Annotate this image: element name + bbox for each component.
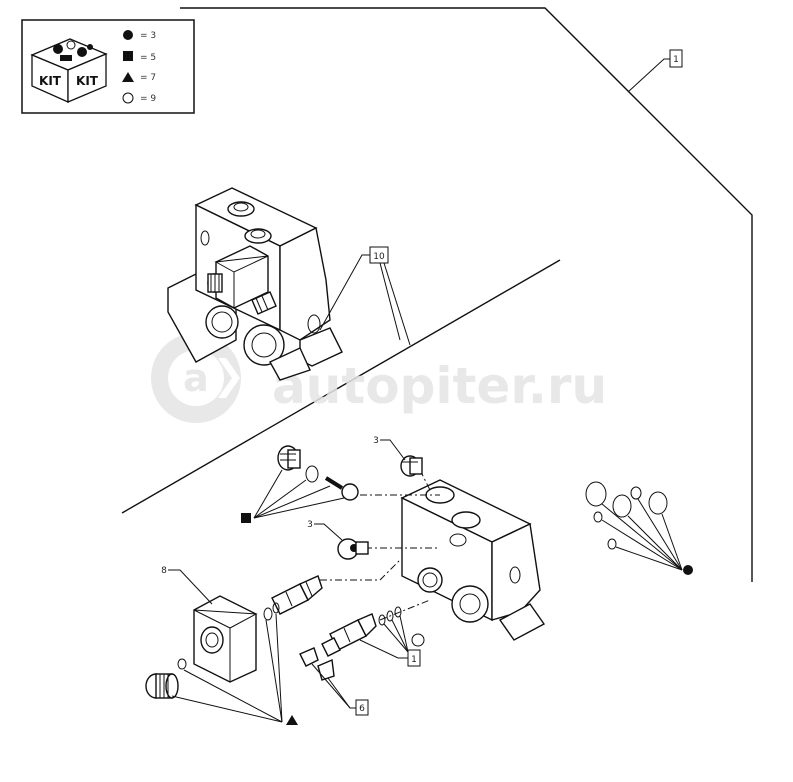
plug-top: 3 — [373, 436, 423, 477]
valve-section-assembled — [167, 187, 343, 381]
filled-circle-icon — [123, 30, 133, 40]
kit-legend: KIT KIT = 3 = 5 = 7 = 9 — [21, 19, 195, 114]
watermark: a autopiter.ru — [151, 333, 607, 423]
callout-solenoid: 8 — [161, 566, 167, 576]
callout-plug-top: 3 — [373, 436, 379, 446]
filled-triangle-icon — [122, 72, 134, 82]
triangle-leader-group — [171, 613, 298, 725]
filled-circle-icon — [683, 565, 693, 575]
clip-part: 6 — [299, 647, 369, 716]
callout-cartridge: 1 — [411, 655, 417, 665]
kit-box-icon: KIT KIT — [30, 38, 108, 104]
callout-mounting: 10 — [373, 252, 385, 262]
legend-value-circle: = 3 — [140, 31, 156, 41]
callout-assembly: 1 — [673, 55, 679, 65]
oring-kit — [585, 481, 693, 575]
filled-triangle-icon — [286, 715, 298, 725]
kit-label-left: KIT — [39, 74, 62, 88]
cartridge-valve: 1 — [321, 606, 425, 667]
callout-plug-mid: 3 — [307, 520, 313, 530]
legend-value-triangle: = 7 — [140, 73, 156, 83]
solenoid-cartridge — [263, 575, 323, 621]
callout-clip: 6 — [359, 704, 365, 714]
callout-box-assembly — [669, 49, 683, 68]
solenoid-coil: 8 — [161, 566, 258, 683]
open-circle-icon — [411, 633, 425, 647]
kit-label-right: KIT — [76, 74, 99, 88]
assembly-frame-line: 1 — [180, 7, 753, 582]
open-circle-icon — [122, 92, 134, 104]
filled-square-icon — [241, 513, 251, 523]
knurled-nut — [145, 658, 187, 699]
left-plug-set — [277, 445, 359, 501]
svg-text:a: a — [183, 356, 209, 400]
filled-square-icon — [123, 51, 133, 61]
valve-body-exploded — [400, 479, 546, 641]
legend-value-square: = 5 — [140, 53, 156, 63]
callout-mounting-group: 10 — [319, 246, 411, 346]
watermark-text: autopiter.ru — [272, 357, 607, 415]
plug-mid: 3 — [307, 520, 369, 560]
legend-value-open-circle: = 9 — [140, 94, 156, 104]
divider-line — [121, 259, 561, 514]
square-leader-group — [241, 469, 345, 523]
